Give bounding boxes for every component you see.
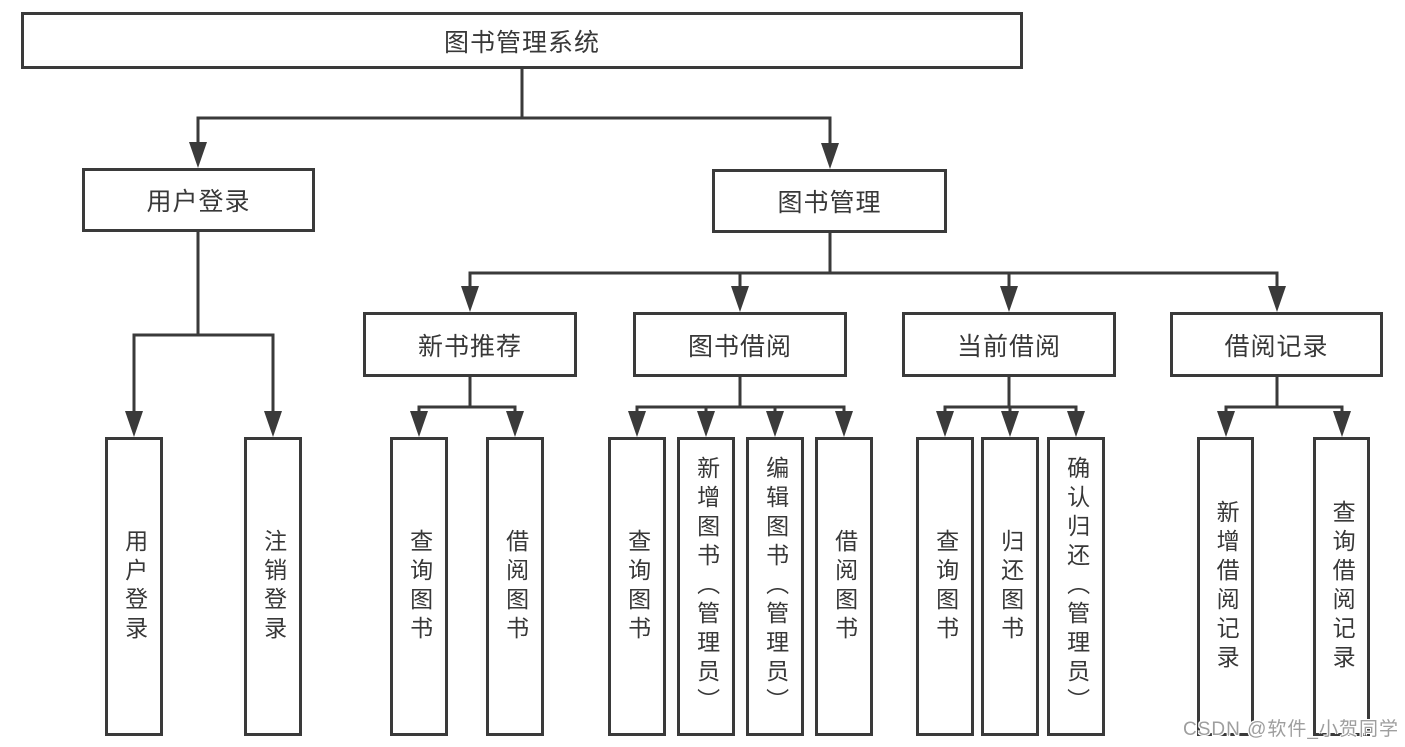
arrowhead-icon <box>264 411 282 437</box>
arrowhead-icon <box>1217 411 1235 437</box>
diagram-node-borrow-records: 借阅记录 <box>1170 312 1383 377</box>
arrowhead-icon <box>1067 411 1085 437</box>
node-label: 新增图书（管理员） <box>693 456 720 717</box>
arrowhead-icon <box>1001 411 1019 437</box>
node-label: 确认归还（管理员） <box>1063 456 1090 717</box>
diagram-node-leaf-logout: 注销登录 <box>244 437 302 736</box>
node-label: 借阅图书 <box>502 528 529 645</box>
node-label: 查询图书 <box>624 528 651 645</box>
diagram-node-new-book-recommend: 新书推荐 <box>363 312 577 377</box>
arrowhead-icon <box>835 411 853 437</box>
node-label: 借阅图书 <box>831 528 858 645</box>
diagram-node-user-login: 用户登录 <box>82 168 315 232</box>
arrowhead-icon <box>189 142 207 168</box>
arrowhead-icon <box>506 411 524 437</box>
diagram-node-book-borrow: 图书借阅 <box>633 312 847 377</box>
node-label: 新增借阅记录 <box>1213 499 1240 674</box>
diagram-node-leaf-borrow-book-2: 借阅图书 <box>815 437 873 736</box>
diagram-node-leaf-return-book: 归还图书 <box>981 437 1039 736</box>
arrowhead-icon <box>125 411 143 437</box>
diagram-node-leaf-query-book-2: 查询图书 <box>608 437 666 736</box>
node-label: 当前借阅 <box>956 332 1061 361</box>
diagram-node-current-borrow: 当前借阅 <box>902 312 1116 377</box>
arrowhead-icon <box>1000 286 1018 312</box>
arrowhead-icon <box>410 411 428 437</box>
arrowhead-icon <box>936 411 954 437</box>
arrowhead-icon <box>628 411 646 437</box>
diagram-node-leaf-confirm-return-admin: 确认归还（管理员） <box>1047 437 1105 736</box>
node-label: 图书借阅 <box>687 332 792 361</box>
node-label: 新书推荐 <box>417 332 522 361</box>
node-label: 用户登录 <box>146 188 251 216</box>
diagram-node-book-management: 图书管理 <box>712 169 947 233</box>
node-label: 归还图书 <box>997 528 1024 645</box>
arrowhead-icon <box>821 143 839 169</box>
node-label: 注销登录 <box>260 528 287 645</box>
node-label: 查询图书 <box>932 528 959 645</box>
diagram-node-root: 图书管理系统 <box>21 12 1023 69</box>
diagram-node-leaf-query-book-3: 查询图书 <box>916 437 974 736</box>
arrowhead-icon <box>1333 411 1351 437</box>
diagram-node-leaf-user-login: 用户登录 <box>105 437 163 736</box>
node-label: 图书管理系统 <box>443 28 600 57</box>
node-label: 查询图书 <box>406 528 433 645</box>
node-label: 图书管理 <box>777 189 882 217</box>
arrowhead-icon <box>766 411 784 437</box>
node-label: 用户登录 <box>121 528 148 645</box>
diagram-node-leaf-query-book-1: 查询图书 <box>390 437 448 736</box>
diagram-node-leaf-edit-book-admin: 编辑图书（管理员） <box>746 437 804 736</box>
diagram-node-leaf-borrow-book-1: 借阅图书 <box>486 437 544 736</box>
diagram-node-leaf-query-borrow-record: 查询借阅记录 <box>1313 437 1370 736</box>
arrowhead-icon <box>461 286 479 312</box>
diagram-node-leaf-add-borrow-record: 新增借阅记录 <box>1197 437 1254 736</box>
node-label: 编辑图书（管理员） <box>762 456 789 717</box>
watermark: CSDN @软件_小贺同学 <box>1183 719 1399 740</box>
arrowhead-icon <box>731 286 749 312</box>
node-label: 借阅记录 <box>1224 332 1329 361</box>
arrowhead-icon <box>697 411 715 437</box>
node-label: 查询借阅记录 <box>1329 499 1356 674</box>
diagram-node-leaf-add-book-admin: 新增图书（管理员） <box>677 437 735 736</box>
arrowhead-icon <box>1268 286 1286 312</box>
